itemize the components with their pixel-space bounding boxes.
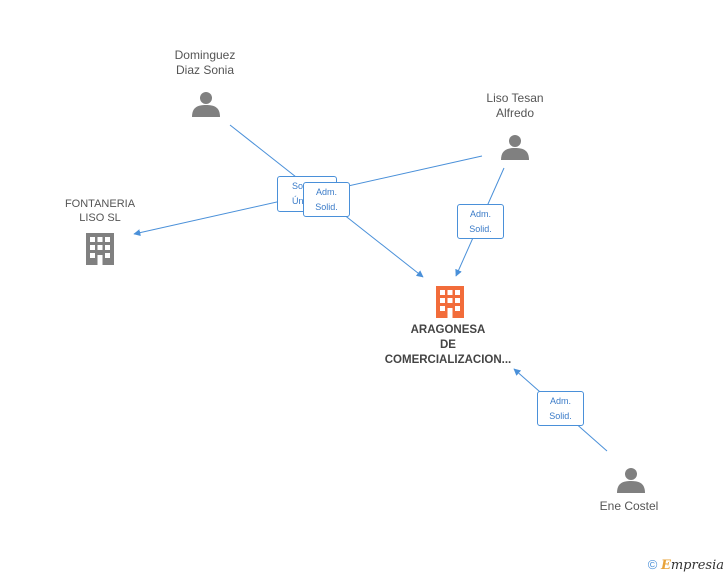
- label-line: Liso Tesan: [486, 91, 544, 105]
- edge-label-adm-solid[interactable]: Adm. Solid.: [537, 391, 584, 426]
- edge-label-line: Adm.: [549, 396, 571, 406]
- label-line: Ene Costel: [599, 499, 659, 513]
- label-line: Dominguez: [174, 48, 236, 62]
- person-icon: [501, 135, 529, 160]
- brand-logo-initial: E: [660, 558, 671, 573]
- edge-label-line: Adm.: [315, 187, 337, 197]
- person-icon: [192, 92, 220, 117]
- copyright-symbol: ©: [647, 557, 658, 572]
- edge-label-adm-solid[interactable]: Adm. Solid.: [457, 204, 504, 239]
- edge-label-line: Úni: [292, 196, 306, 206]
- label-line: DE: [440, 339, 456, 351]
- label-line: Diaz Sonia: [175, 63, 235, 77]
- building-icon: [86, 233, 114, 265]
- label-line: LISO SL: [79, 212, 121, 224]
- company-label-aragonesa[interactable]: ARAGONESA DE COMERCIALIZACION...: [365, 323, 531, 368]
- empresia-watermark: © Empresia: [648, 557, 724, 573]
- label-line: ARAGONESA: [410, 324, 486, 336]
- person-label-liso-tesan[interactable]: Liso Tesan Alfredo: [460, 91, 570, 121]
- edge-label-line: Adm.: [469, 209, 491, 219]
- edge-label-line: Solid.: [315, 202, 338, 212]
- label-line: FONTANERIA: [64, 198, 136, 210]
- person-icon: [617, 468, 645, 493]
- edge-label-line: So: [292, 181, 304, 191]
- building-icon: [436, 286, 464, 318]
- label-line: Alfredo: [495, 106, 535, 120]
- person-label-ene-costel[interactable]: Ene Costel: [574, 499, 684, 514]
- person-label-dominguez[interactable]: Dominguez Diaz Sonia: [150, 48, 260, 78]
- edge-label-adm-solid[interactable]: Adm. Solid.: [303, 182, 350, 217]
- edge-label-line: Solid.: [469, 224, 492, 234]
- label-line: COMERCIALIZACION...: [384, 354, 512, 366]
- company-label-fontaneria[interactable]: FONTANERIA LISO SL: [45, 197, 155, 225]
- edge-label-line: Solid.: [549, 411, 572, 421]
- brand-logo-text: mpresia: [670, 558, 724, 573]
